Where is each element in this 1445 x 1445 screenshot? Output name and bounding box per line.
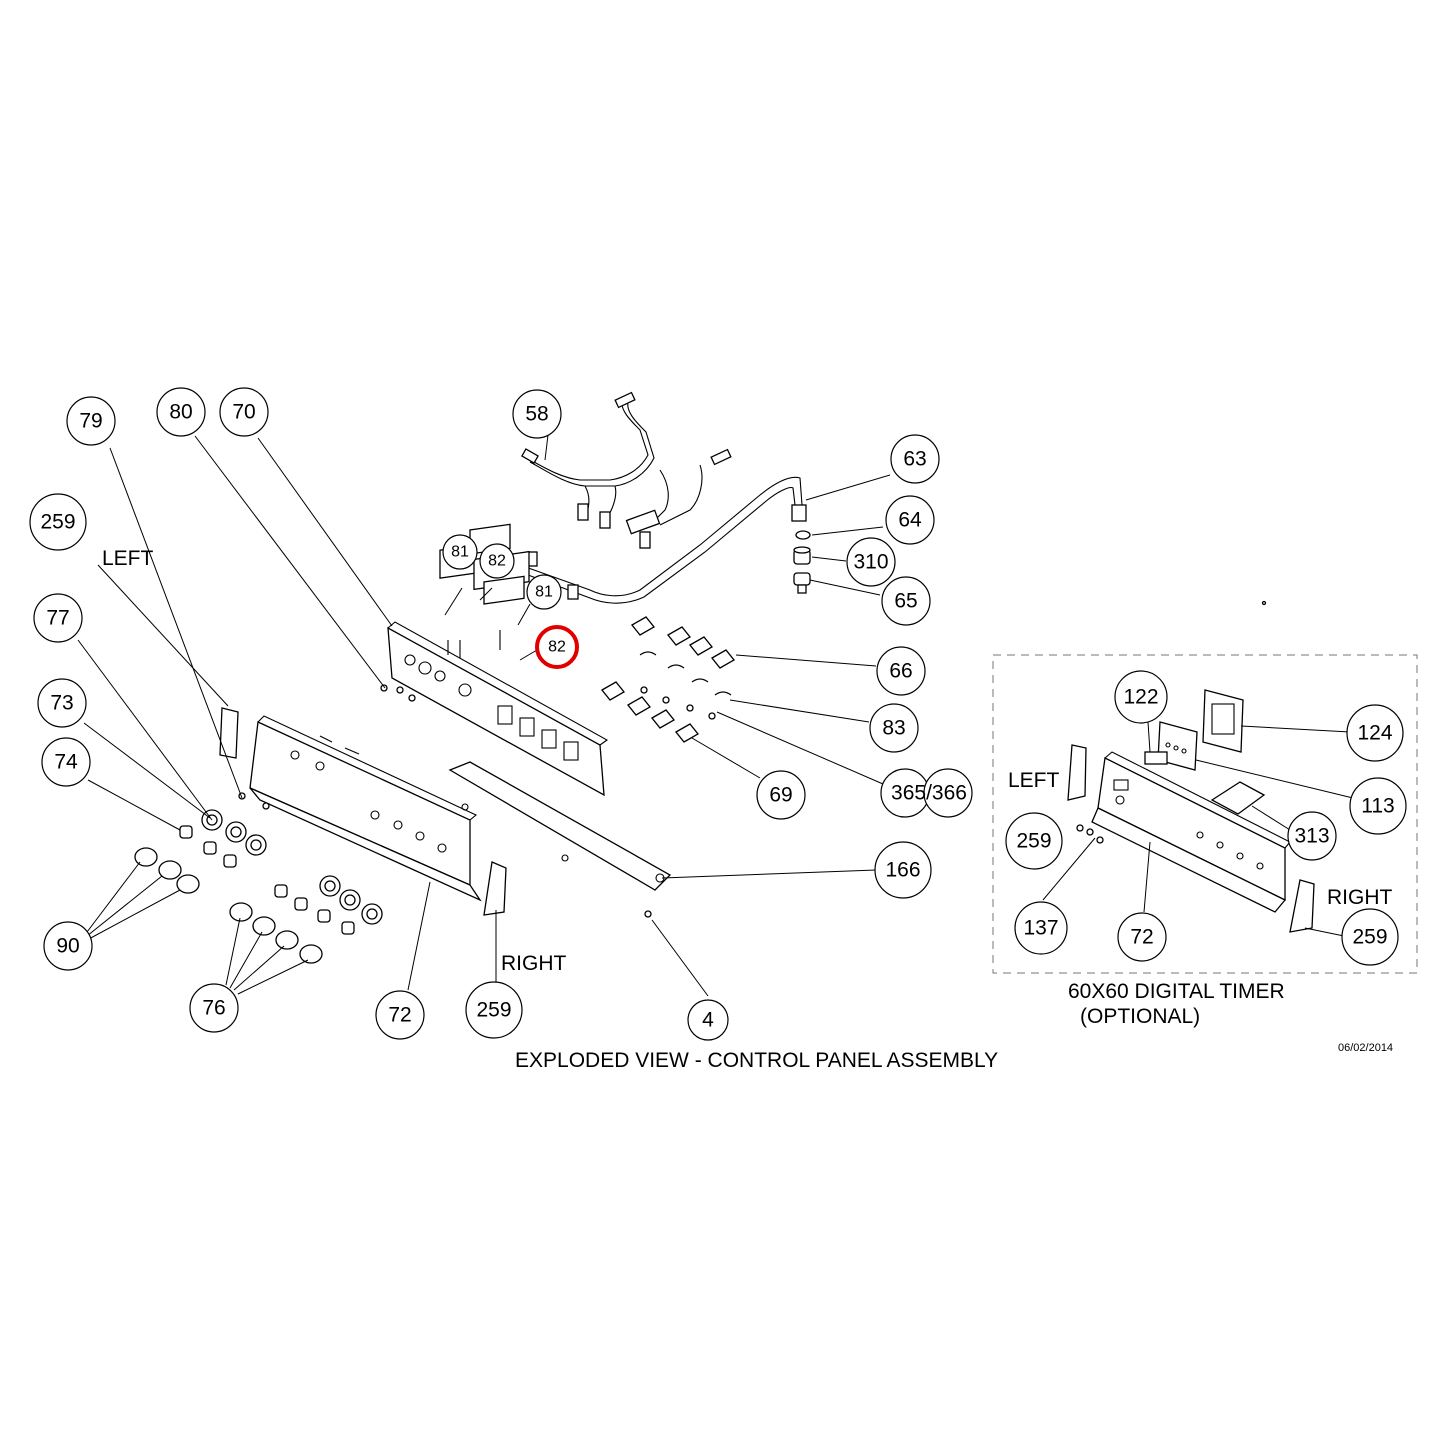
callout-72-kit: 72 (1117, 912, 1167, 962)
drawing-date: 06/02/2014 (1338, 1042, 1393, 1054)
svg-text:79: 79 (79, 410, 102, 433)
svg-text:259: 259 (1016, 830, 1051, 853)
svg-text:259: 259 (476, 999, 511, 1022)
svg-text:58: 58 (525, 403, 548, 426)
gas-valves (601, 616, 735, 743)
callout-80: 80 (156, 387, 206, 437)
svg-text:73: 73 (50, 692, 73, 715)
left-label: LEFT (102, 547, 154, 570)
svg-text:77: 77 (46, 607, 69, 630)
callout-259-kit-left: 259 (1005, 812, 1063, 870)
callout-72-main: 72 (375, 990, 425, 1040)
svg-text:63: 63 (903, 448, 926, 471)
callout-259-kit-right: 259 (1341, 908, 1399, 966)
callout-70: 70 (219, 387, 269, 437)
callout-166: 166 (874, 841, 932, 899)
callouts: 79 80 70 58 63 64 310 65 259 81 82 81 82… (29, 387, 1407, 1041)
callout-90: 90 (43, 921, 93, 971)
callout-82-highlighted: 82 (535, 625, 579, 669)
svg-text:66: 66 (889, 660, 912, 683)
callout-65: 65 (881, 576, 931, 626)
svg-text:259: 259 (40, 511, 75, 534)
callout-310: 310 (846, 537, 896, 587)
side-brackets (219, 707, 507, 916)
svg-text:83: 83 (882, 717, 905, 740)
svg-text:76: 76 (202, 997, 225, 1020)
bottom-bracket (448, 761, 672, 891)
callout-83: 83 (869, 703, 919, 753)
right-label: RIGHT (501, 952, 567, 975)
svg-text:113: 113 (1361, 795, 1394, 818)
svg-text:81: 81 (535, 584, 553, 601)
callout-259-right: 259 (465, 981, 523, 1039)
main-gas-pipe (519, 476, 807, 604)
callout-4: 4 (687, 999, 729, 1041)
callout-73: 73 (37, 678, 87, 728)
gas-manifold-tubes (521, 391, 732, 549)
svg-text:70: 70 (232, 401, 255, 424)
svg-text:82: 82 (548, 639, 566, 656)
callout-313: 313 (1287, 811, 1337, 861)
callout-259-left: 259 (29, 493, 87, 551)
screws (238, 684, 652, 918)
callout-76: 76 (189, 983, 239, 1033)
callout-74: 74 (41, 737, 91, 787)
svg-text:90: 90 (56, 935, 79, 958)
svg-text:74: 74 (54, 751, 78, 774)
svg-text:310: 310 (853, 551, 888, 574)
callout-69: 69 (756, 770, 806, 820)
svg-text:137: 137 (1023, 917, 1058, 940)
callout-82-a: 82 (479, 543, 515, 579)
svg-text:69: 69 (769, 784, 792, 807)
callout-79: 79 (66, 396, 116, 446)
control-knobs (134, 809, 383, 964)
kit-left-label: LEFT (1008, 769, 1060, 792)
svg-text:166: 166 (885, 859, 920, 882)
diagram-title: EXPLODED VIEW - CONTROL PANEL ASSEMBLY (515, 1049, 998, 1072)
svg-text:122: 122 (1123, 686, 1158, 709)
callout-81-b: 81 (526, 574, 562, 610)
svg-text:80: 80 (169, 401, 192, 424)
svg-text:64: 64 (898, 509, 922, 532)
front-panel (249, 715, 482, 902)
svg-text:313: 313 (1294, 825, 1329, 848)
gas-fittings (793, 530, 811, 594)
leader-lines (77, 434, 1354, 997)
svg-text:72: 72 (1130, 926, 1153, 949)
svg-text:259: 259 (1352, 926, 1387, 949)
optional-kit-subtitle: (OPTIONAL) (1080, 1005, 1200, 1028)
callout-124: 124 (1346, 704, 1404, 762)
callout-64: 64 (885, 495, 935, 545)
svg-text:124: 124 (1357, 722, 1392, 745)
callout-113: 113 (1349, 777, 1407, 835)
svg-text:365/366: 365/366 (891, 782, 967, 805)
optional-kit-title: 60X60 DIGITAL TIMER (1068, 980, 1285, 1003)
optional-kit-box (992, 600, 1418, 974)
svg-text:72: 72 (388, 1004, 411, 1027)
callout-81-a: 81 (442, 534, 478, 570)
svg-text:4: 4 (702, 1009, 714, 1032)
kit-right-label: RIGHT (1327, 886, 1393, 909)
svg-text:81: 81 (451, 544, 469, 561)
callout-58: 58 (512, 389, 562, 439)
callout-122: 122 (1114, 670, 1168, 724)
callout-365-366: 365/366 (880, 768, 973, 818)
svg-text:65: 65 (894, 590, 917, 613)
callout-63: 63 (890, 434, 940, 484)
callout-137: 137 (1014, 901, 1068, 955)
callout-66: 66 (876, 646, 926, 696)
callout-77: 77 (33, 593, 83, 643)
svg-text:82: 82 (488, 553, 506, 570)
